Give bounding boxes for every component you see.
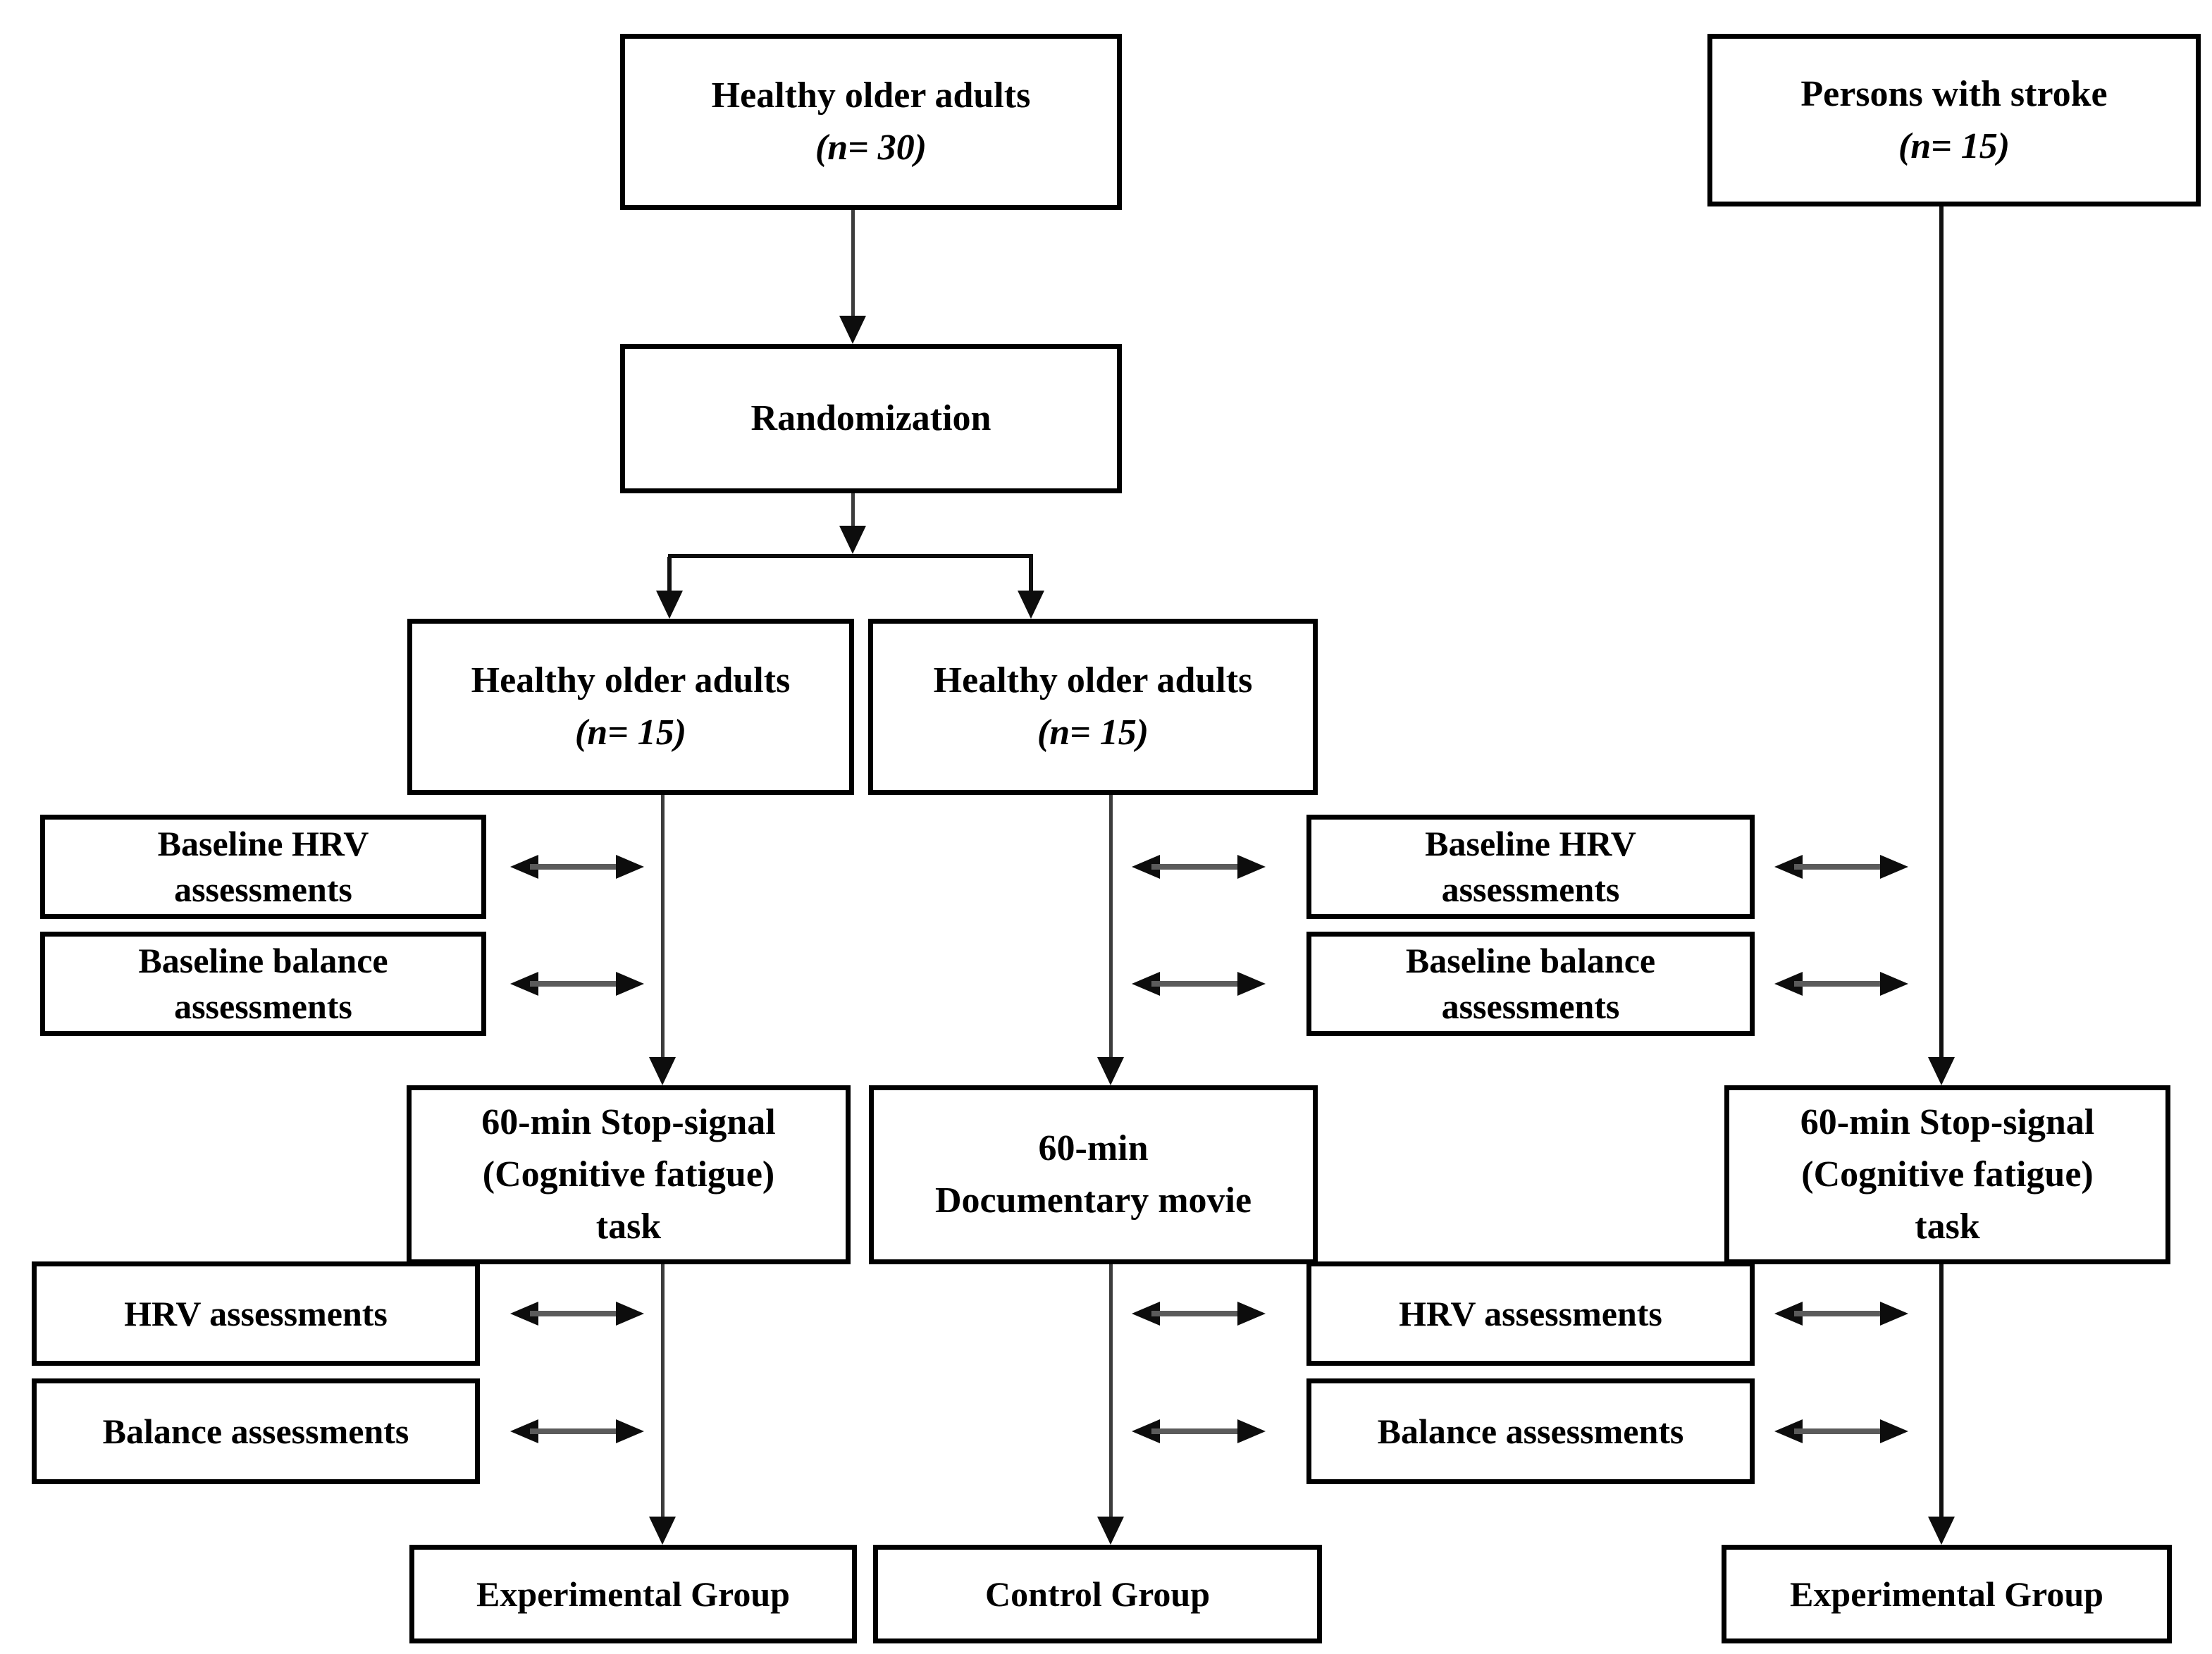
box-hrv-assessments-left: HRV assessments	[32, 1261, 480, 1366]
box-balance-assessments-left: Balance assessments	[32, 1378, 480, 1484]
box-title-line3: task	[1915, 1206, 1980, 1247]
box-title: Balance assessments	[102, 1411, 409, 1451]
double-arrow-icon	[1774, 1419, 1908, 1443]
box-title-line2: assessments	[174, 870, 352, 909]
arrow-down-icon	[649, 1057, 676, 1085]
connector-line	[667, 557, 672, 593]
box-title-line2: assessments	[1441, 870, 1620, 909]
double-arrow-icon	[1774, 972, 1908, 996]
box-title: Healthy older adults	[933, 660, 1253, 701]
box-randomization: Randomization	[620, 344, 1122, 493]
box-sample-size: (n= 15)	[1037, 712, 1149, 753]
arrow-down-icon	[1097, 1057, 1124, 1085]
arrow-down-icon	[1097, 1517, 1124, 1545]
box-stop-signal-task-right: 60-min Stop-signal (Cognitive fatigue) t…	[1724, 1085, 2170, 1264]
box-sample-size: (n= 30)	[815, 128, 927, 168]
box-title: Baseline balance	[1405, 941, 1656, 980]
connector-line	[1939, 1264, 1944, 1517]
double-arrow-icon	[510, 1302, 644, 1326]
box-title: Control Group	[984, 1574, 1211, 1614]
box-title-line2: assessments	[174, 987, 352, 1026]
box-healthy-older-adults-n15-control: Healthy older adults (n= 15)	[868, 619, 1318, 795]
arrow-down-icon	[839, 526, 866, 554]
box-title: Randomization	[750, 398, 991, 439]
arrow-down-icon	[649, 1517, 676, 1545]
box-title-line2: (Cognitive fatigue)	[1801, 1154, 2094, 1195]
double-arrow-icon	[510, 855, 644, 879]
connector-line	[1029, 557, 1033, 593]
box-sample-size: (n= 15)	[1898, 125, 2010, 166]
box-baseline-balance-assessments-left: Baseline balance assessments	[40, 932, 486, 1036]
double-arrow-icon	[510, 1419, 644, 1443]
arrow-down-icon	[839, 316, 866, 344]
box-title: Baseline balance	[138, 941, 388, 980]
split-bar	[668, 554, 1033, 558]
box-baseline-hrv-assessments-left: Baseline HRV assessments	[40, 815, 486, 919]
box-title: Healthy older adults	[471, 660, 791, 701]
double-arrow-icon	[1132, 1419, 1266, 1443]
arrow-down-icon	[1928, 1057, 1955, 1085]
box-title-line2: Documentary movie	[934, 1180, 1252, 1221]
box-title: Healthy older adults	[711, 75, 1031, 116]
double-arrow-icon	[510, 972, 644, 996]
box-control-group: Control Group	[873, 1545, 1322, 1643]
double-arrow-icon	[1132, 972, 1266, 996]
box-healthy-older-adults-n15-experimental: Healthy older adults (n= 15)	[407, 619, 854, 795]
box-title: HRV assessments	[124, 1293, 388, 1333]
box-title: 60-min Stop-signal	[481, 1102, 776, 1143]
box-title: Persons with stroke	[1800, 73, 2108, 114]
connector-line	[1109, 1264, 1113, 1517]
arrow-down-icon	[1928, 1517, 1955, 1545]
box-title: Experimental Group	[1790, 1574, 2103, 1614]
double-arrow-icon	[1774, 1302, 1908, 1326]
connector-line	[661, 1264, 665, 1517]
connector-line	[851, 493, 855, 527]
box-documentary-movie: 60-min Documentary movie	[869, 1085, 1318, 1264]
box-experimental-group-right: Experimental Group	[1722, 1545, 2172, 1643]
box-title: Baseline HRV	[1425, 824, 1636, 863]
box-sample-size: (n= 15)	[574, 712, 687, 753]
arrow-down-icon	[656, 591, 683, 619]
box-title: 60-min	[1038, 1128, 1149, 1169]
double-arrow-icon	[1774, 855, 1908, 879]
connector-line	[661, 795, 665, 1057]
box-healthy-older-adults-n30: Healthy older adults (n= 30)	[620, 34, 1122, 210]
box-experimental-group-left: Experimental Group	[409, 1545, 857, 1643]
connector-line	[1109, 795, 1113, 1057]
box-hrv-assessments-right: HRV assessments	[1306, 1261, 1755, 1366]
box-title-line2: assessments	[1441, 987, 1620, 1026]
box-title: Balance assessments	[1377, 1411, 1684, 1451]
connector-line	[1939, 206, 1944, 1057]
box-baseline-balance-assessments-right: Baseline balance assessments	[1306, 932, 1755, 1036]
connector-line	[851, 210, 855, 317]
double-arrow-icon	[1132, 855, 1266, 879]
box-title-line2: (Cognitive fatigue)	[482, 1154, 775, 1195]
arrow-down-icon	[1018, 591, 1044, 619]
box-stop-signal-task-left: 60-min Stop-signal (Cognitive fatigue) t…	[407, 1085, 851, 1264]
box-title: 60-min Stop-signal	[1800, 1102, 2095, 1143]
double-arrow-icon	[1132, 1302, 1266, 1326]
box-baseline-hrv-assessments-right: Baseline HRV assessments	[1306, 815, 1755, 919]
box-persons-with-stroke: Persons with stroke (n= 15)	[1707, 34, 2201, 206]
box-title: HRV assessments	[1399, 1293, 1662, 1333]
box-title: Experimental Group	[476, 1574, 790, 1614]
box-title: Baseline HRV	[157, 824, 369, 863]
box-title-line3: task	[595, 1206, 662, 1247]
box-balance-assessments-right: Balance assessments	[1306, 1378, 1755, 1484]
